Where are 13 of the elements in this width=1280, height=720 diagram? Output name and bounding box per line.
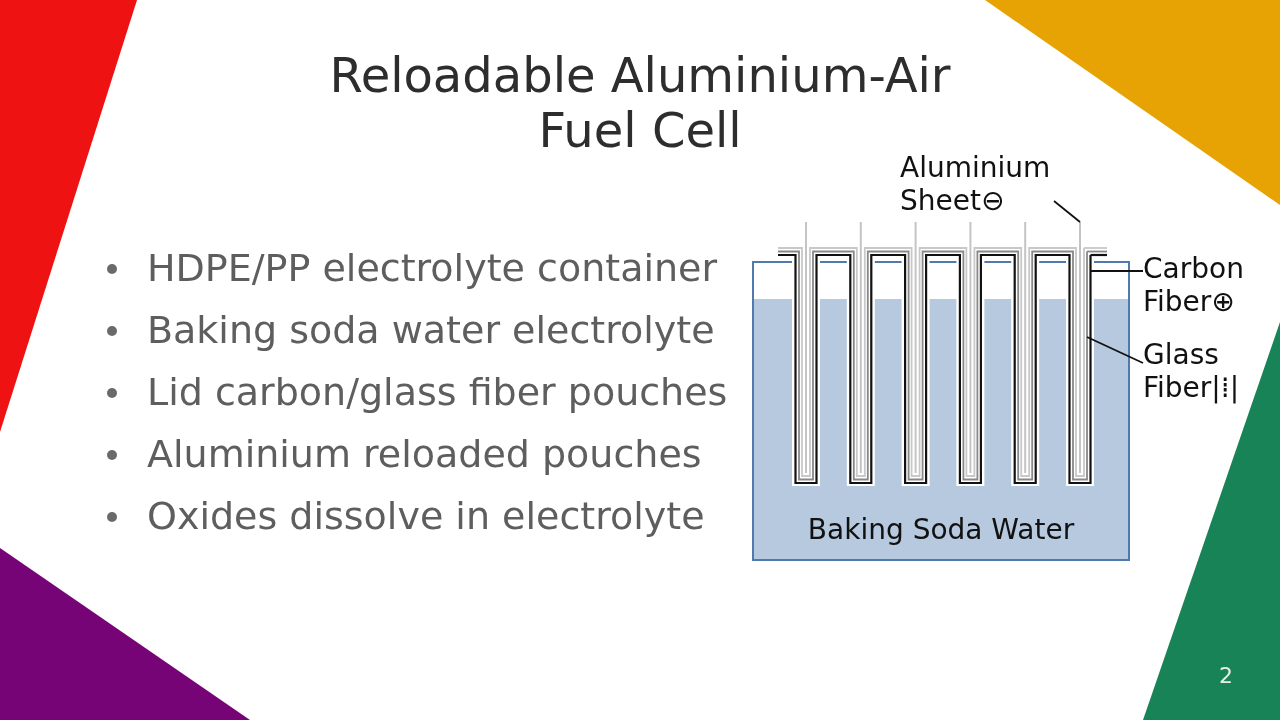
bullet-text: Lid carbon/glass fiber pouches	[147, 370, 728, 414]
bullet-text: Aluminium reloaded pouches	[147, 432, 702, 476]
part-label: Glass Fiber|⁞|	[1143, 338, 1259, 404]
leader-line	[1053, 200, 1081, 223]
part-label: Aluminium Sheet⊖	[900, 151, 1054, 217]
container-label: Baking Soda Water	[807, 513, 1075, 546]
bullet-text: HDPE/PP electrolyte container	[147, 246, 718, 290]
leader-line	[1089, 270, 1144, 272]
aluminium-sheets	[805, 221, 1081, 474]
bullet-text: Baking soda water electrolyte	[147, 308, 715, 352]
part-label: Carbon Fiber⊕	[1143, 252, 1255, 318]
bullet-text: Oxides dissolve in electrolyte	[147, 494, 705, 538]
page-number: 2	[1219, 663, 1233, 689]
